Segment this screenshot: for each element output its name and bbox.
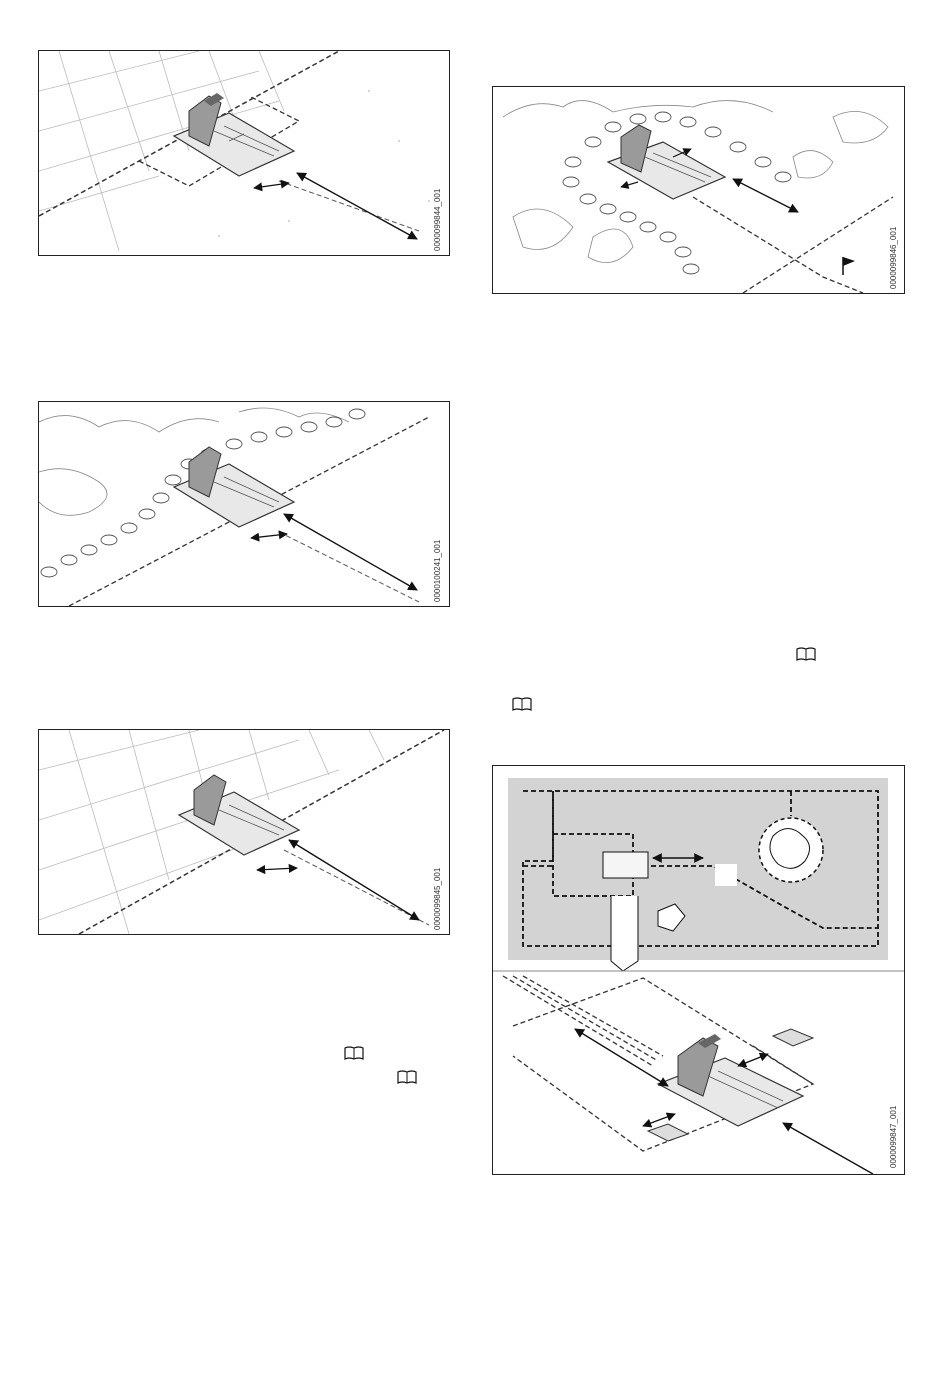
figure-plan-view: 0000099847_001 <box>492 765 905 1175</box>
illustration <box>39 402 449 606</box>
figure-docking-station-garden: 0000099846_001 <box>492 86 905 294</box>
docking-station <box>658 1034 803 1126</box>
book-icon <box>796 647 816 661</box>
figure-id: 0000099847_001 <box>889 1106 898 1168</box>
figure-id: 0000099846_001 <box>889 227 898 289</box>
book-icon <box>344 1046 364 1060</box>
illustration <box>493 766 904 1174</box>
book-icon <box>397 1070 417 1084</box>
illustration <box>39 51 449 255</box>
figure-docking-station-plants: 0000100241_001 <box>38 401 450 607</box>
illustration <box>39 730 449 934</box>
docking-station <box>174 93 294 176</box>
docking-station <box>179 775 299 855</box>
book-icon <box>512 697 532 711</box>
figure-docking-station-paving-2: 0000099845_001 <box>38 729 450 935</box>
figure-id: 0000099844_001 <box>433 189 442 251</box>
station-plan <box>603 852 648 878</box>
flag-icon <box>843 257 855 275</box>
figure-id: 0000099845_001 <box>433 868 442 930</box>
plan-area <box>508 778 888 960</box>
figure-id: 0000100241_001 <box>433 540 442 602</box>
figure-docking-station-paving-1: 0000099844_001 <box>38 50 450 256</box>
illustration <box>493 87 904 293</box>
